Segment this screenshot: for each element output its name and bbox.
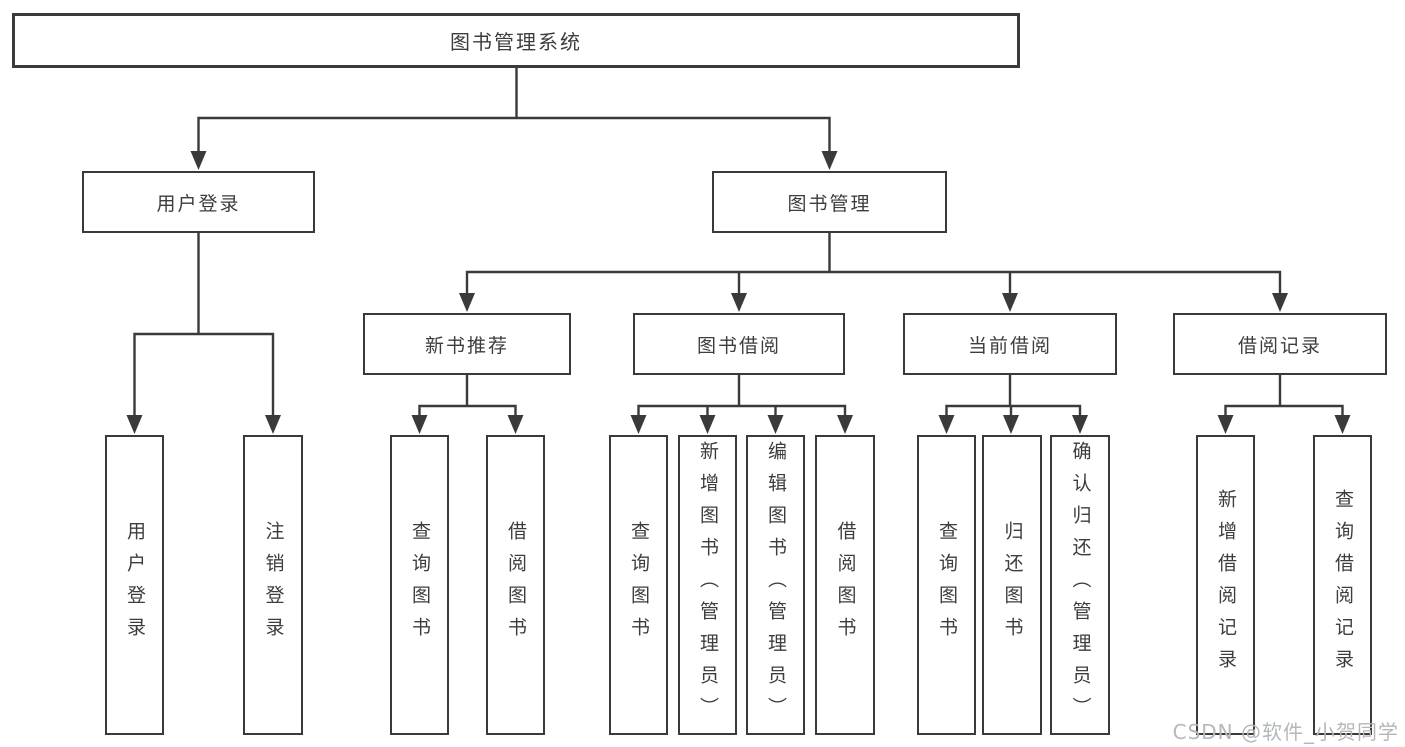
- node-user-login: 用户登录: [82, 171, 315, 233]
- leaf-edit-books-admin: 编辑图书（管理员）: [746, 435, 805, 735]
- csdn-watermark: CSDN @软件_小贺同学: [1172, 720, 1399, 744]
- leaf-add-books-admin: 新增图书（管理员）: [678, 435, 737, 735]
- arrowheads: [126, 151, 1351, 434]
- leaf-recommend-query-books: 查询图书: [390, 435, 449, 735]
- leaf-user-login: 用户登录: [105, 435, 164, 735]
- node-new-book-recommend: 新书推荐: [363, 313, 571, 375]
- leaf-add-borrow-record: 新增借阅记录: [1196, 435, 1255, 735]
- node-book-borrow: 图书借阅: [633, 313, 845, 375]
- leaf-query-borrow-record: 查询借阅记录: [1313, 435, 1372, 735]
- leaf-logout: 注销登录: [243, 435, 303, 735]
- node-borrow-record: 借阅记录: [1173, 313, 1387, 375]
- leaf-borrow-query-books: 查询图书: [609, 435, 668, 735]
- leaf-recommend-borrow-books: 借阅图书: [486, 435, 545, 735]
- node-current-borrow: 当前借阅: [903, 313, 1117, 375]
- node-book-management: 图书管理: [712, 171, 947, 233]
- node-root: 图书管理系统: [12, 13, 1020, 68]
- leaf-return-books: 归还图书: [982, 435, 1042, 735]
- leaf-confirm-return-admin: 确认归还（管理员）: [1050, 435, 1110, 735]
- leaf-borrow-books: 借阅图书: [815, 435, 875, 735]
- leaf-current-query-books: 查询图书: [917, 435, 976, 735]
